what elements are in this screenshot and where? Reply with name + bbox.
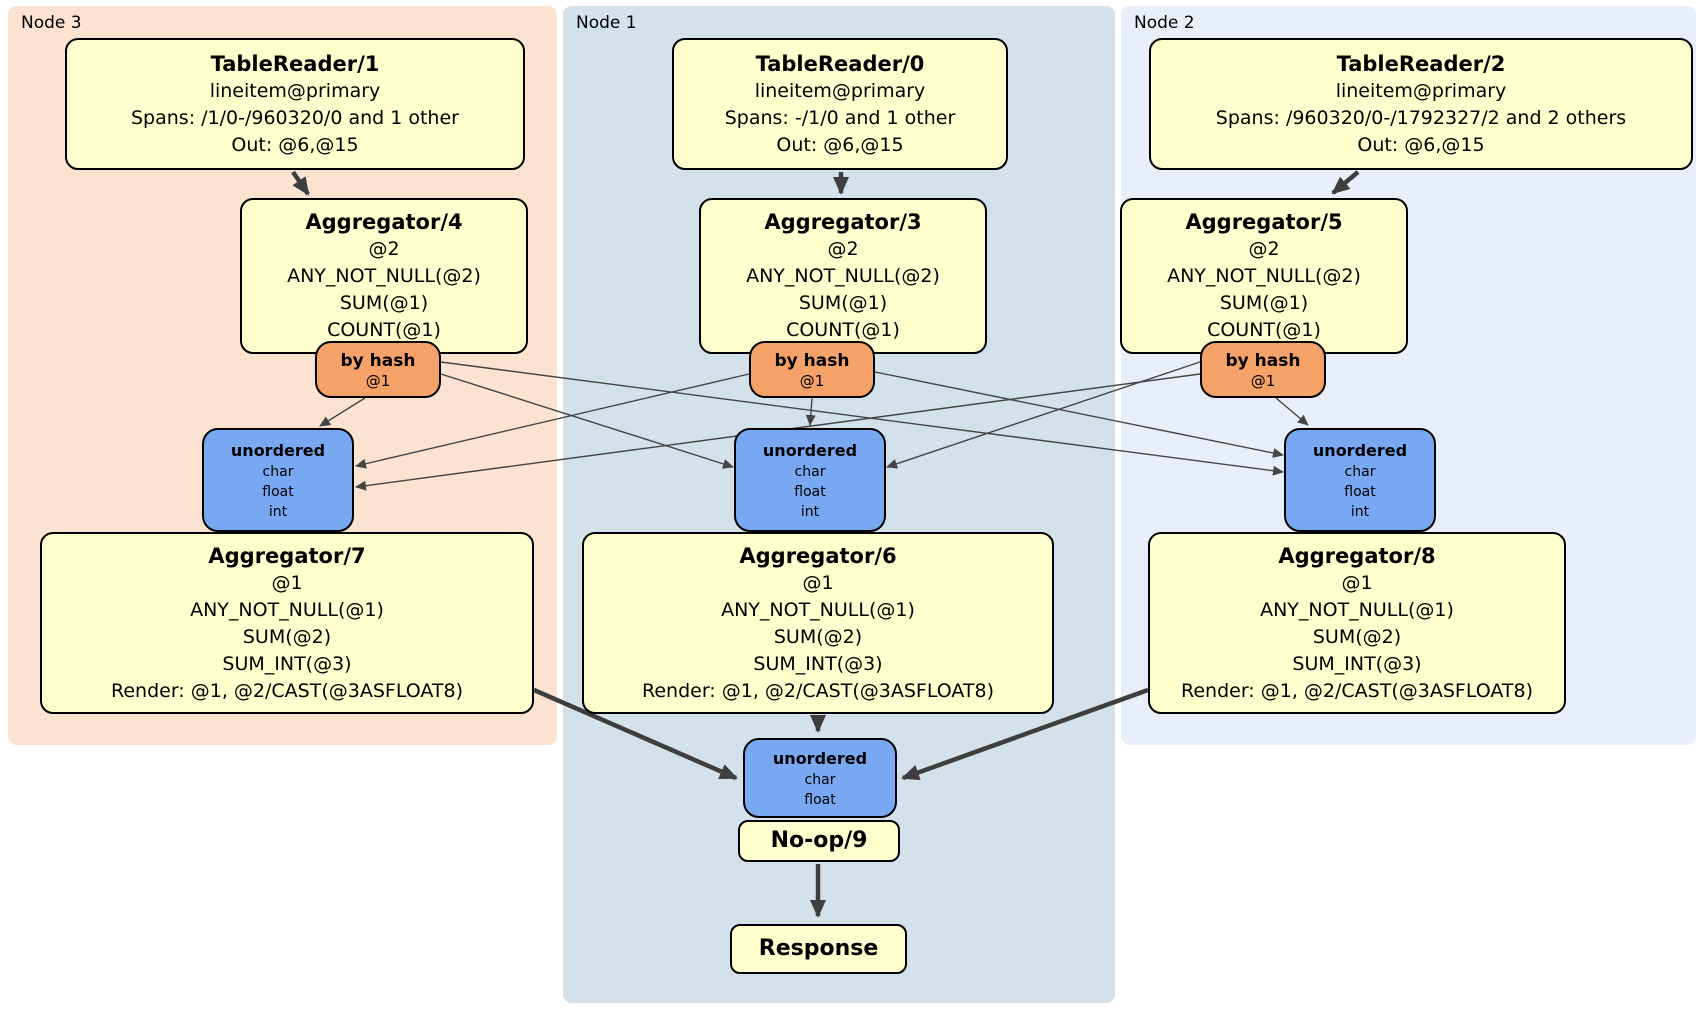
- agg-line: SUM(@2): [773, 625, 863, 648]
- render-line: Render: @1, @2/CAST(@3ASFLOAT8): [642, 679, 994, 702]
- agg-line: SUM(@1): [339, 292, 429, 314]
- agg-line: @2: [368, 238, 400, 260]
- router-detail: @1: [365, 371, 391, 390]
- agg-line: ANY_NOT_NULL(@2): [287, 265, 481, 287]
- index-line: lineitem@primary: [1335, 79, 1507, 102]
- router-title: by hash: [774, 350, 850, 371]
- agg-line: SUM(@2): [1312, 625, 1402, 648]
- aggregator-8-box: Aggregator/8 @1 ANY_NOT_NULL(@1) SUM(@2)…: [1148, 532, 1566, 714]
- sync-column: int: [800, 503, 820, 520]
- router-detail: @1: [799, 371, 825, 390]
- processor-title: Aggregator/8: [1278, 543, 1436, 568]
- hash-router-node2: by hash @1: [1200, 341, 1326, 398]
- agg-line: ANY_NOT_NULL(@1): [1260, 598, 1454, 621]
- table-reader-2-box: TableReader/2 lineitem@primary Spans: /9…: [1149, 38, 1693, 170]
- sync-column: char: [794, 463, 826, 480]
- agg-line: @2: [1248, 238, 1280, 260]
- sync-column: float: [804, 791, 836, 808]
- aggregator-4-box: Aggregator/4 @2 ANY_NOT_NULL(@2) SUM(@1)…: [240, 198, 528, 354]
- agg-line: @1: [802, 571, 834, 594]
- agg-line: SUM(@2): [242, 625, 332, 648]
- node2-label: Node 2: [1134, 13, 1195, 33]
- sync-title: unordered: [1312, 440, 1408, 460]
- index-line: lineitem@primary: [209, 79, 381, 102]
- noop-box: No-op/9: [738, 820, 900, 862]
- node3-label: Node 3: [21, 13, 82, 33]
- processor-title: Aggregator/3: [764, 210, 922, 234]
- sync-column: float: [794, 483, 826, 500]
- processor-title: Aggregator/4: [305, 210, 463, 234]
- response-box: Response: [730, 924, 907, 974]
- render-line: Render: @1, @2/CAST(@3ASFLOAT8): [111, 679, 463, 702]
- aggregator-3-box: Aggregator/3 @2 ANY_NOT_NULL(@2) SUM(@1)…: [699, 198, 987, 354]
- processor-title: Aggregator/6: [739, 543, 897, 568]
- table-reader-1-box: TableReader/1 lineitem@primary Spans: /1…: [65, 38, 525, 170]
- router-title: by hash: [340, 350, 416, 371]
- out-line: Out: @6,@15: [231, 133, 359, 156]
- aggregator-6-box: Aggregator/6 @1 ANY_NOT_NULL(@1) SUM(@2)…: [582, 532, 1054, 714]
- unordered-sync-node1: unordered char float int: [734, 428, 886, 532]
- table-reader-0-box: TableReader/0 lineitem@primary Spans: -/…: [672, 38, 1008, 170]
- agg-line: COUNT(@1): [327, 319, 441, 341]
- router-detail: @1: [1250, 371, 1276, 390]
- sync-column: char: [262, 463, 294, 480]
- render-line: Render: @1, @2/CAST(@3ASFLOAT8): [1181, 679, 1533, 702]
- unordered-sync-node3: unordered char float int: [202, 428, 354, 532]
- processor-title: TableReader/0: [755, 51, 925, 76]
- node1-label: Node 1: [576, 13, 637, 33]
- agg-line: ANY_NOT_NULL(@1): [190, 598, 384, 621]
- out-line: Out: @6,@15: [1357, 133, 1485, 156]
- aggregator-7-box: Aggregator/7 @1 ANY_NOT_NULL(@1) SUM(@2)…: [40, 532, 534, 714]
- spans-line: Spans: /1/0-/960320/0 and 1 other: [131, 106, 459, 129]
- out-line: Out: @6,@15: [776, 133, 904, 156]
- unordered-sync-node2: unordered char float int: [1284, 428, 1436, 532]
- processor-title: Aggregator/5: [1185, 210, 1343, 234]
- hash-router-node1: by hash @1: [749, 341, 875, 398]
- index-line: lineitem@primary: [754, 79, 926, 102]
- sync-column: float: [1344, 483, 1376, 500]
- spans-line: Spans: /960320/0-/1792327/2 and 2 others: [1215, 106, 1627, 129]
- processor-title: TableReader/1: [210, 51, 380, 76]
- sync-column: char: [804, 771, 836, 788]
- processor-title: No-op/9: [770, 828, 868, 853]
- sync-column: char: [1344, 463, 1376, 480]
- sync-title: unordered: [762, 440, 858, 460]
- agg-line: SUM(@1): [1219, 292, 1309, 314]
- sync-title: unordered: [772, 748, 868, 768]
- agg-line: @1: [1341, 571, 1373, 594]
- sync-column: int: [1350, 503, 1370, 520]
- sync-column: float: [262, 483, 294, 500]
- hash-router-node3: by hash @1: [315, 341, 441, 398]
- agg-line: SUM_INT(@3): [1292, 652, 1422, 675]
- processor-title: TableReader/2: [1336, 51, 1506, 76]
- spans-line: Spans: -/1/0 and 1 other: [724, 106, 956, 129]
- agg-line: @2: [827, 238, 859, 260]
- agg-line: COUNT(@1): [1207, 319, 1321, 341]
- agg-line: COUNT(@1): [786, 319, 900, 341]
- agg-line: ANY_NOT_NULL(@2): [1167, 265, 1361, 287]
- processor-title: Response: [758, 936, 879, 961]
- agg-line: @1: [271, 571, 303, 594]
- agg-line: ANY_NOT_NULL(@2): [746, 265, 940, 287]
- aggregator-5-box: Aggregator/5 @2 ANY_NOT_NULL(@2) SUM(@1)…: [1120, 198, 1408, 354]
- unordered-sync-output: unordered char float: [743, 738, 897, 818]
- processor-title: Aggregator/7: [208, 543, 366, 568]
- sync-column: int: [268, 503, 288, 520]
- agg-line: SUM_INT(@3): [753, 652, 883, 675]
- sync-title: unordered: [230, 440, 326, 460]
- agg-line: SUM(@1): [798, 292, 888, 314]
- router-title: by hash: [1225, 350, 1301, 371]
- agg-line: ANY_NOT_NULL(@1): [721, 598, 915, 621]
- agg-line: SUM_INT(@3): [222, 652, 352, 675]
